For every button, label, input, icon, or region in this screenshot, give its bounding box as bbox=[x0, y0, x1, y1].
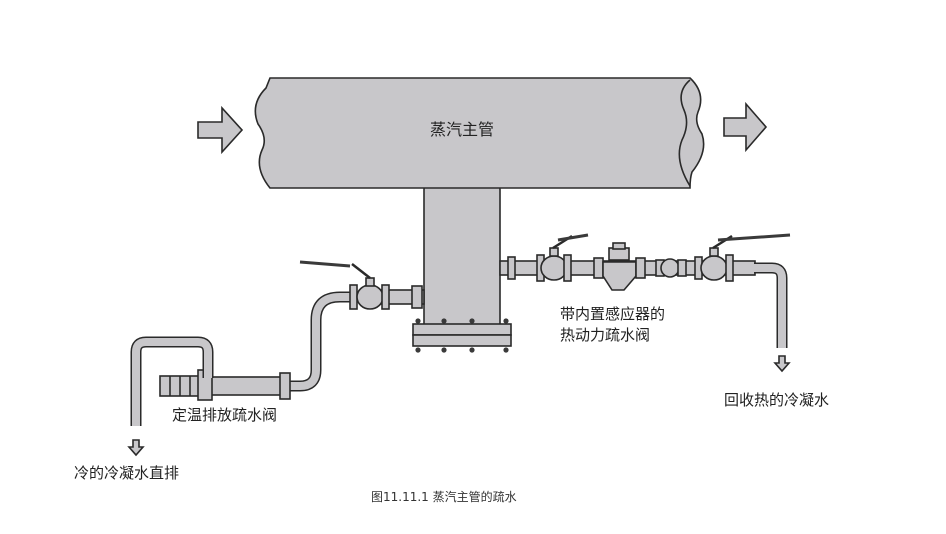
strainer-body bbox=[593, 242, 646, 291]
thermodynamic-trap bbox=[655, 258, 687, 278]
recovered-condensate-label: 回收热的冷凝水 bbox=[724, 391, 830, 409]
isolation-valve-left bbox=[299, 260, 390, 310]
cold-drain-pipe bbox=[130, 336, 214, 426]
isolation-valve-right-2 bbox=[694, 233, 791, 282]
steam-main-label: 蒸汽主管 bbox=[430, 120, 495, 139]
trap-valve-label-line2: 热动力疏水阀 bbox=[560, 326, 651, 344]
thermostatic-trap-label: 定温排放疏水阀 bbox=[172, 406, 278, 424]
cold-condensate-label: 冷的冷凝水直排 bbox=[74, 464, 180, 482]
isolation-valve-right-1 bbox=[507, 233, 589, 282]
flow-in-arrow-icon bbox=[197, 105, 244, 155]
steam-main-pipe bbox=[254, 77, 705, 189]
trap-valve-label-line1: 带内置感应器的 bbox=[560, 305, 666, 323]
drip-leg-pocket bbox=[412, 165, 512, 353]
flow-out-arrow-icon bbox=[723, 101, 768, 153]
thermostatic-trap bbox=[159, 369, 291, 401]
cold-drain-arrow-down-icon bbox=[127, 439, 145, 457]
figure-caption: 图11.11.1 蒸汽主管的疏水 bbox=[371, 490, 517, 504]
recovery-arrow-down-icon bbox=[773, 355, 791, 373]
